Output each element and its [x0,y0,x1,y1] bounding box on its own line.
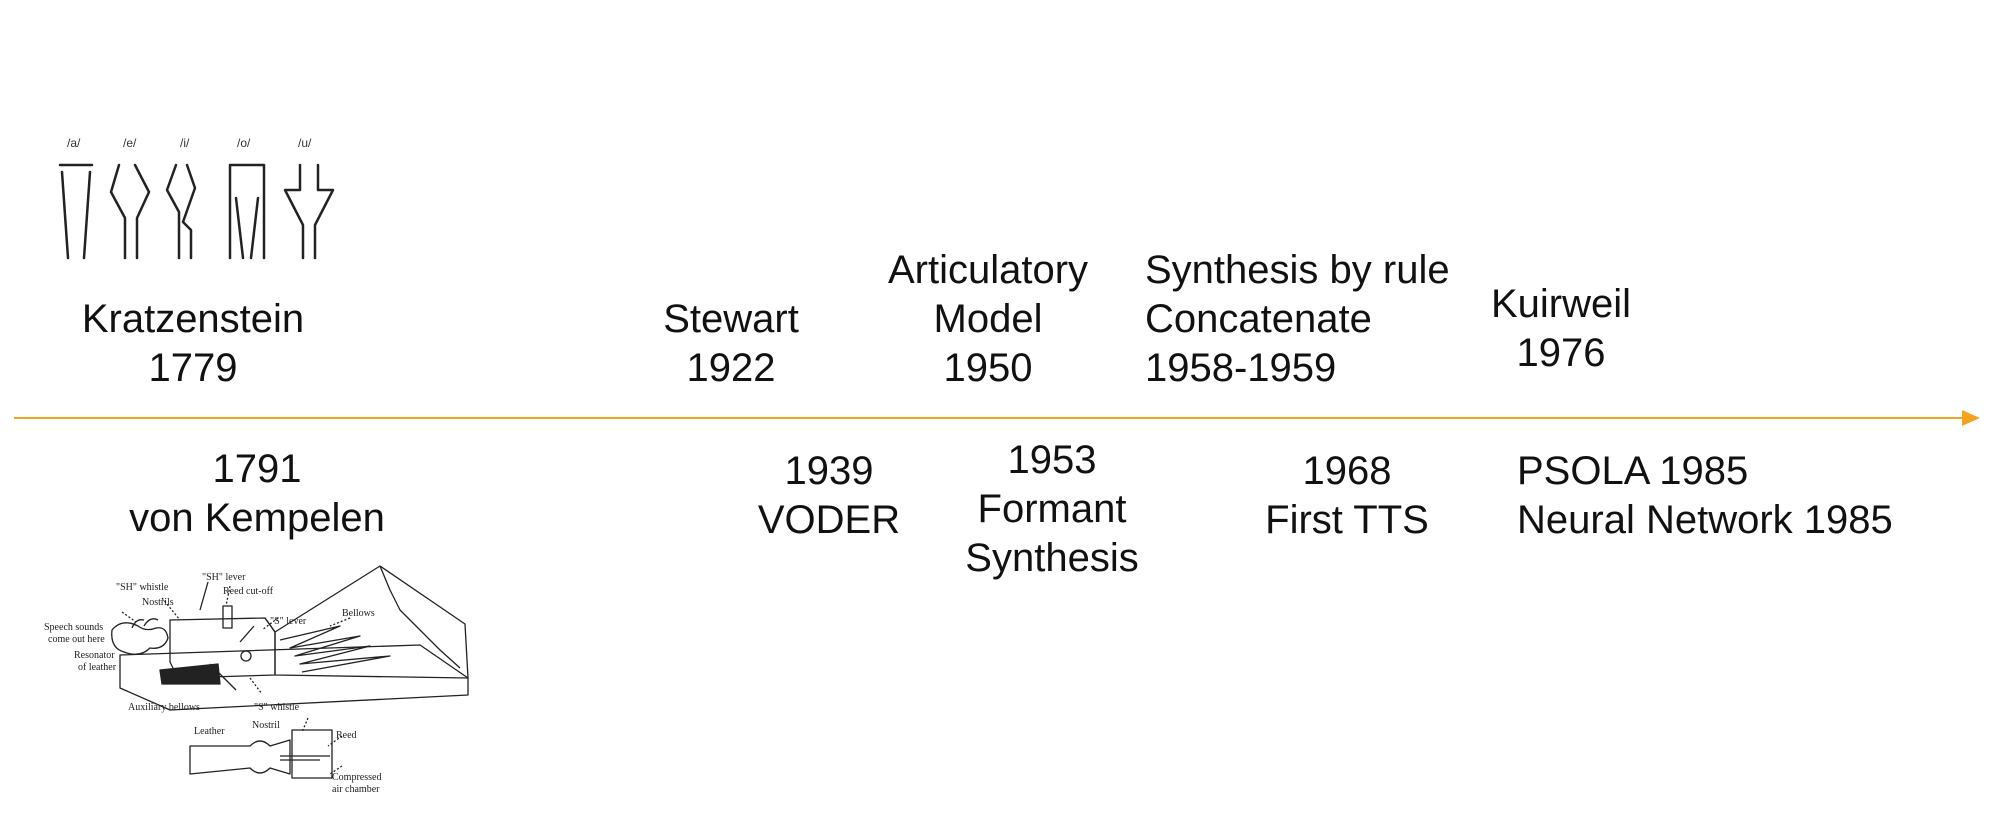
event-articulatory-line1: Articulatory [887,248,1089,292]
event-synthesis-by-rule: Synthesis by rule Concatenate 1958-1959 [1145,246,1450,393]
event-kratzenstein-name: Kratzenstein [81,297,305,341]
event-kuirweil: Kuirweil 1976 [1491,280,1631,378]
label-compressed-2: air chamber [332,784,380,795]
event-formant-line2: Formant [977,487,1127,531]
hand-sketch [111,622,169,655]
kempelen-machine-drawing: "SH" whistle "SH" lever Nostrils Reed cu… [44,565,469,795]
event-neural-network: Neural Network 1985 [1517,498,1893,542]
label-bellows: Bellows [342,608,375,619]
event-synthesis-line2: Concatenate [1145,297,1372,341]
vowel-label-i: /i/ [180,136,190,150]
tube-u [283,163,335,260]
vowel-tube-diagram: /a/ /e/ /i/ /o/ /u/ [58,136,335,260]
event-formant-year: 1953 [1007,438,1097,482]
event-articulatory-model: Articulatory Model 1950 [888,246,1088,393]
label-nostril: Nostril [252,720,280,731]
event-articulatory-line2: Model [933,297,1043,341]
event-von-kempelen-year: 1791 [212,447,302,491]
label-sh-lever: "SH" lever [202,572,246,583]
tube-o [228,163,266,260]
event-formant-line3: Synthesis [965,536,1139,580]
label-resonator-1: Resonator [74,650,115,661]
event-stewart: Stewart 1922 [663,295,799,393]
event-psola: PSOLA 1985 [1517,449,1749,493]
event-first-tts-name: First TTS [1265,498,1429,542]
vowel-label-u: /u/ [298,136,312,150]
reed-chamber-detail [189,717,343,779]
label-sh-whistle: "SH" whistle [116,582,169,593]
vowel-label-a: /a/ [67,136,81,150]
label-s-whistle: "S" whistle [254,702,300,713]
label-nostrils: Nostrils [142,597,174,608]
event-first-tts-year: 1968 [1302,449,1392,493]
label-speech-sounds-1: Speech sounds [44,622,103,633]
event-articulatory-year: 1950 [943,346,1033,390]
label-s-lever: "S" lever [270,616,307,627]
tube-e [109,163,151,260]
tube-a [58,163,94,260]
label-compressed-1: Compressed [332,772,381,783]
event-synthesis-line1: Synthesis by rule [1145,248,1450,292]
label-speech-sounds-2: come out here [48,634,105,645]
label-reed-cutoff: Reed cut-off [223,586,274,597]
vowel-label-e: /e/ [123,136,137,150]
event-kuirweil-year: 1976 [1516,331,1606,375]
label-resonator-2: of leather [78,662,117,673]
event-stewart-year: 1922 [686,346,776,390]
tube-i [165,163,197,260]
event-stewart-name: Stewart [663,297,799,341]
vowel-label-o: /o/ [237,136,251,150]
event-kratzenstein: Kratzenstein 1779 [82,295,304,393]
event-synthesis-year: 1958-1959 [1145,346,1337,390]
event-formant-synthesis: 1953 Formant Synthesis [965,436,1138,583]
event-von-kempelen: 1791 von Kempelen [129,445,385,543]
event-first-tts: 1968 First TTS [1265,447,1429,545]
label-leather: Leather [194,726,225,737]
event-von-kempelen-name: von Kempelen [129,496,385,540]
event-voder-name: VODER [757,498,901,542]
event-voder-year: 1939 [784,449,874,493]
s-lever [239,625,255,643]
bellows [274,565,469,679]
timeline-arrowhead [1962,410,1980,426]
event-voder: 1939 VODER [758,447,900,545]
label-aux-bellows: Auxiliary bellows [128,702,200,713]
sh-lever [199,581,209,611]
event-psola-neural: PSOLA 1985 Neural Network 1985 [1517,447,1893,545]
label-reed: Reed [336,730,357,741]
event-kratzenstein-year: 1779 [148,346,238,390]
event-kuirweil-name: Kuirweil [1490,282,1632,326]
machine-base [119,644,469,711]
